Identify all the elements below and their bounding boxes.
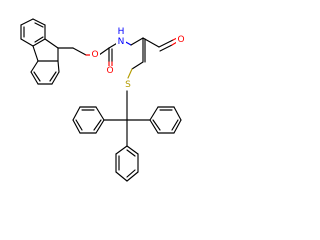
carbamate-linker [57, 41, 120, 69]
aldehyde-side-chain [123, 37, 178, 79]
atom-o-aldehyde: O [177, 35, 184, 45]
atom-labels: O O H N O S [90, 27, 186, 90]
trityl-group [72, 90, 182, 182]
atom-o-ester: O [91, 50, 98, 60]
atom-n-hydrogen: H [118, 27, 125, 37]
fluorenyl-group [20, 18, 60, 85]
chemical-structure-diagram: O O H N O S [20, 18, 186, 182]
atom-n-amide: N [118, 37, 125, 47]
atom-s-thioether: S [125, 80, 131, 90]
atom-o-carbonyl: O [106, 66, 113, 76]
